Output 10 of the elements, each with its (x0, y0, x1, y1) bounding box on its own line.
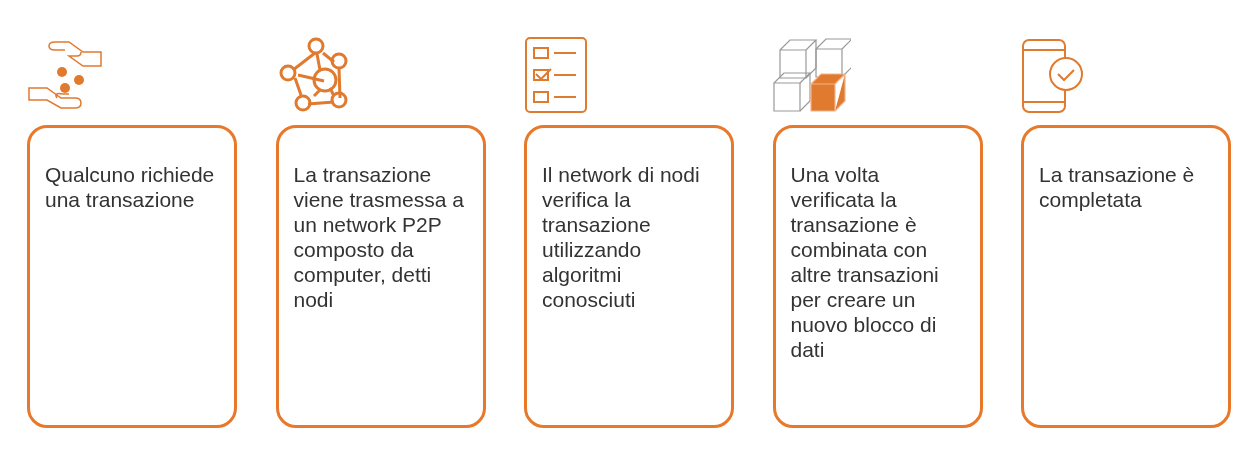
step-text: Il network di nodi verifica la transazione utilizzando algoritmi conosciuti (542, 162, 701, 312)
step-card (27, 125, 237, 428)
step-card (275, 125, 486, 428)
step-card (524, 125, 734, 428)
step-text: Una volta verificata la transazione è combinata con altre transazioni per creare un nuovo blocco di dati (790, 162, 940, 362)
step-card (772, 125, 983, 428)
step-text: Qualcuno richiede una transazione (45, 162, 216, 212)
step-text: La transazione viene trasmessa a un network P2P composto da computer, detti nodi (293, 162, 465, 312)
step-text: La transazione è completata (1039, 162, 1196, 212)
step-card (1021, 125, 1231, 428)
